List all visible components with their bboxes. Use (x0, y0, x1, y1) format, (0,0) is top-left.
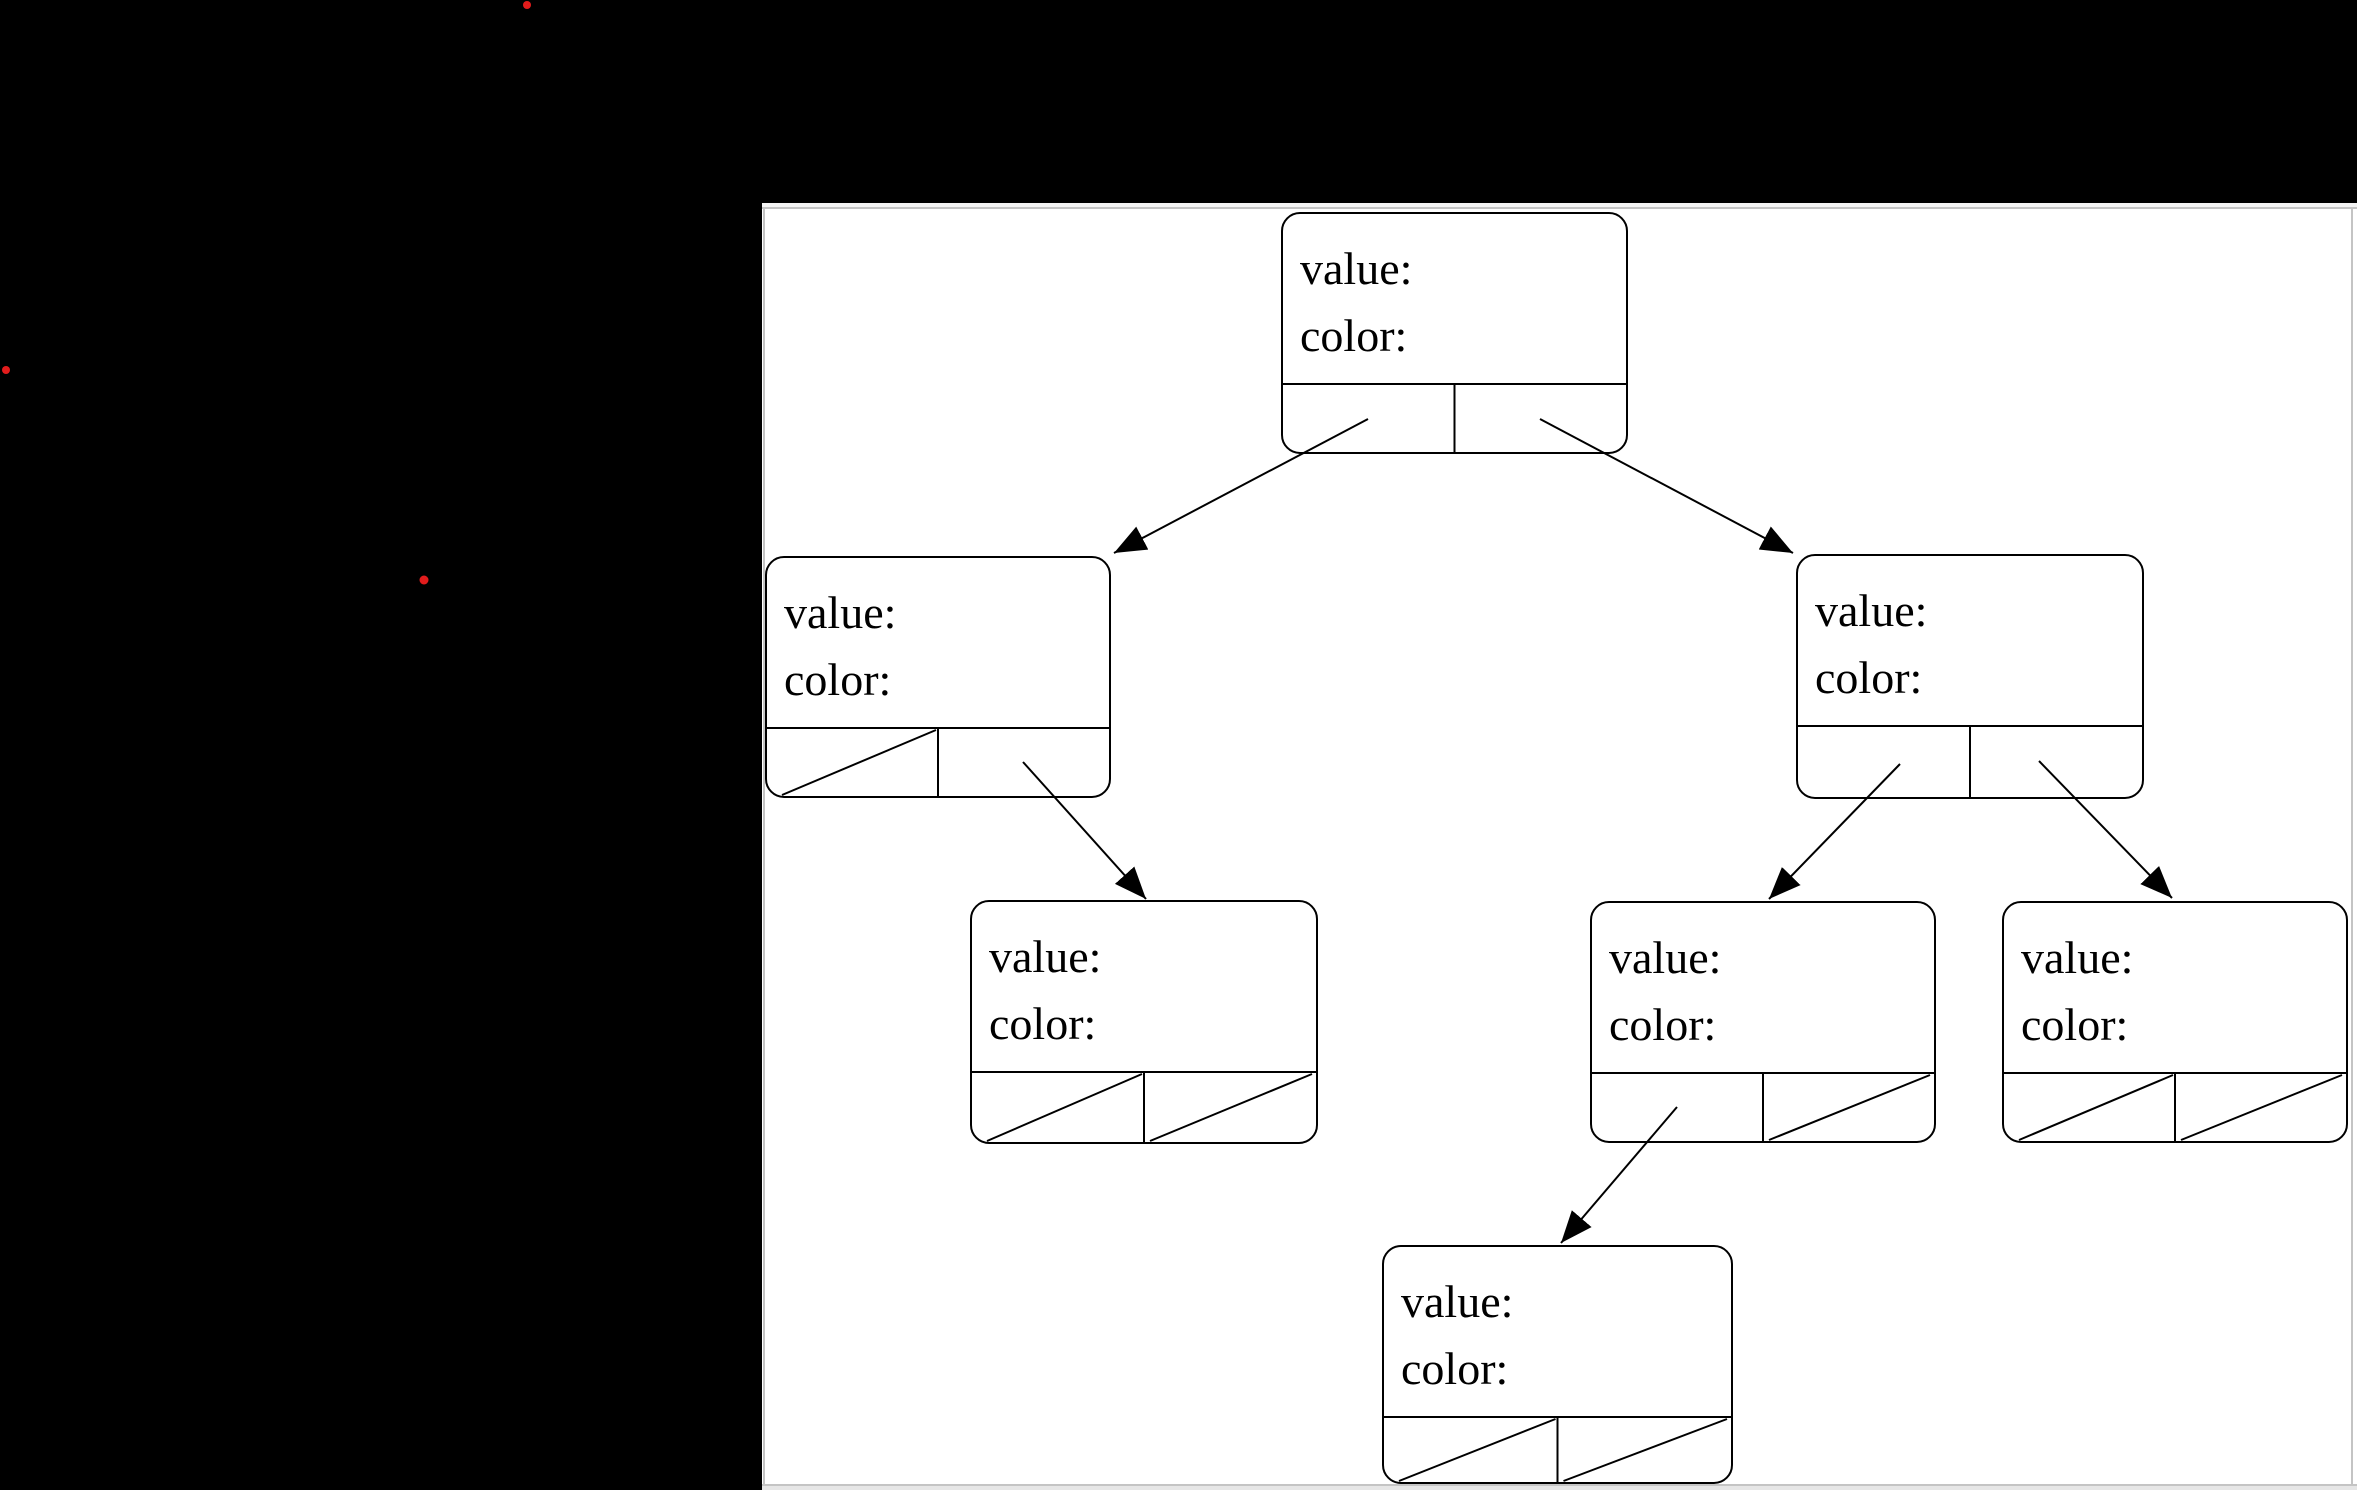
pointer-arrow-root-right-to-right-child (1539, 418, 1794, 554)
tree-node-right-left-grandchild: value: color: (1590, 901, 1936, 1143)
node-color-label: color: (2021, 999, 2128, 1050)
tree-node-root: value: color: (1281, 212, 1628, 454)
node-color-label: color: (1401, 1343, 1508, 1394)
null-slash-right-pointer (2180, 1074, 2343, 1141)
tree-node-bottom-node: value: color: (1382, 1245, 1733, 1484)
page-bottom-strip (762, 1486, 2357, 1490)
red-dot-3 (419, 575, 429, 585)
node-value-label: value: (1815, 585, 1927, 636)
node-color-label: color: (1300, 310, 1407, 361)
tree-node-left-child: value: color: (765, 556, 1111, 798)
node-value-label: value: (1401, 1276, 1513, 1327)
node-value-label: value: (1609, 932, 1721, 983)
page-top-strip (762, 203, 2357, 208)
tree-diagram-layer: value:color:value:color:value:color:valu… (765, 212, 2348, 1484)
red-dot-1 (523, 1, 531, 9)
pointer-arrow-right-child-to-right-right-grandchild (2038, 760, 2173, 899)
node-color-label: color: (1815, 652, 1922, 703)
tree-node-right-child: value: color: (1796, 554, 2144, 799)
null-slash-left-pointer (986, 1073, 1143, 1142)
node-color-label: color: (989, 998, 1096, 1049)
node-color-label: color: (1609, 999, 1716, 1050)
tree-node-left-right-grandchild: value: color: (970, 900, 1318, 1144)
pointer-arrow-root-left-to-left-child (1113, 418, 1369, 554)
tree-node-right-right-grandchild: value: color: (2002, 901, 2348, 1143)
pointer-arrow-right-child-to-right-left-grandchild (1768, 763, 1901, 900)
red-dot-2 (2, 366, 10, 374)
node-value-label: value: (989, 931, 1101, 982)
node-value-label: value: (784, 587, 896, 638)
node-value-label: value: (1300, 243, 1412, 294)
pointer-arrow-right-left-grandchild-to-bottom-node (1560, 1106, 1678, 1244)
node-value-label: value: (2021, 932, 2133, 983)
pointer-arrow-left-child-to-left-right-grandchild (1022, 761, 1147, 900)
node-color-label: color: (784, 654, 891, 705)
null-slash-left-pointer (781, 729, 937, 796)
null-slash-right-pointer (1563, 1418, 1728, 1482)
null-slash-right-pointer (1149, 1073, 1313, 1142)
null-slash-right-pointer (1768, 1074, 1931, 1141)
null-slash-left-pointer (1398, 1418, 1556, 1482)
null-slash-left-pointer (2018, 1074, 2174, 1141)
red-dots-layer (2, 1, 531, 585)
